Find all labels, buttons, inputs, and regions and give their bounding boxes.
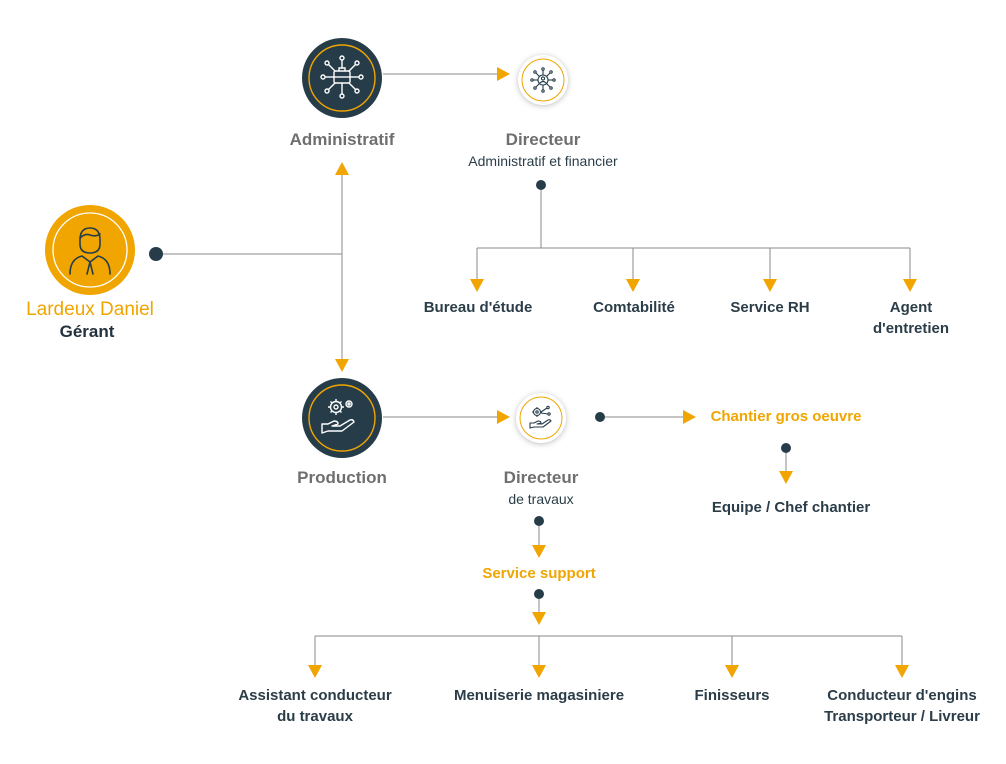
manager-role: Gérant (59, 322, 115, 341)
assistant-line1: Assistant conducteur (238, 687, 392, 704)
arrow-right-chantier (683, 410, 696, 424)
arrow-down-finisseurs (725, 665, 739, 678)
arrow-up-admin (335, 162, 349, 175)
administratif-node (302, 38, 382, 118)
arrowheads (308, 67, 917, 678)
arrow-right-admin-director (497, 67, 510, 81)
arrow-down-comptabilite (626, 279, 640, 292)
conducteur-line1: Conducteur d'engins (827, 687, 977, 704)
prod-director-node (516, 393, 566, 443)
arrow-down-conducteur (895, 665, 909, 678)
arrow-down-production (335, 359, 349, 372)
dot-prod-director-below (534, 516, 544, 526)
user-network-icon (530, 67, 556, 93)
administratif-label: Administratif (289, 130, 395, 149)
menuiserie-label: Menuiserie magasiniere (453, 687, 625, 704)
arrow-down-agent (903, 279, 917, 292)
dot-support (534, 589, 544, 599)
manager-node (45, 205, 135, 295)
dept-agent-line2: d'entretien (872, 320, 950, 337)
conducteur-line2: Transporteur / Livreur (824, 708, 980, 725)
chantier-label: Chantier gros oeuvre (710, 408, 862, 425)
prod-director-title: Directeur (503, 468, 579, 487)
production-label: Production (297, 468, 387, 487)
dept-comptabilite: Comtabilité (593, 299, 675, 316)
gear-hand-icon (321, 399, 355, 434)
dept-bureau-etude: Bureau d'étude (423, 299, 533, 316)
arrow-down-bureau (470, 279, 484, 292)
gear-hand-small-icon (529, 405, 552, 429)
production-node (302, 378, 382, 458)
assistant-line2: du travaux (277, 708, 353, 725)
arrow-down-menuiserie (532, 665, 546, 678)
arrow-down-equipe (779, 471, 793, 484)
equipe-label: Equipe / Chef chantier (711, 499, 871, 516)
admin-director-node (518, 55, 568, 105)
dept-agent-line1: Agent (889, 299, 933, 316)
dept-service-rh: Service RH (730, 299, 810, 316)
dot-manager (149, 247, 163, 261)
arrow-down-support (532, 545, 546, 558)
admin-director-title: Directeur (505, 130, 581, 149)
connector-dots (149, 180, 791, 599)
briefcase-network-icon (320, 55, 364, 99)
arrow-down-support-tree (532, 612, 546, 625)
prod-director-subtitle: de travaux (508, 491, 574, 507)
dot-admin-director (536, 180, 546, 190)
support-label: Service support (482, 565, 596, 582)
dot-prod-director (595, 412, 605, 422)
arrow-right-prod-director (497, 410, 510, 424)
arrow-down-rh (763, 279, 777, 292)
admin-director-subtitle: Administratif et financier (468, 153, 618, 169)
dot-chantier (781, 443, 791, 453)
manager-user-icon (69, 227, 111, 275)
manager-name: Lardeux Daniel (26, 299, 154, 320)
finisseurs-label: Finisseurs (694, 687, 770, 704)
arrow-down-assistant (308, 665, 322, 678)
